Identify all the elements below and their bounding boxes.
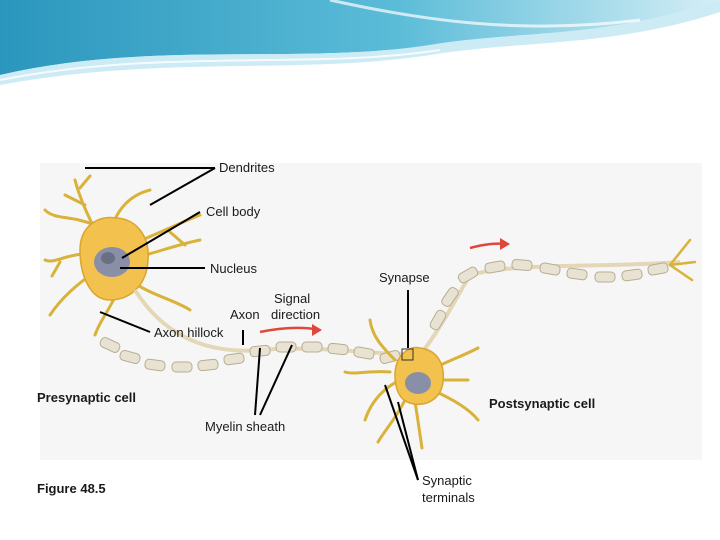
figure-caption: Figure 48.5 [37,481,106,496]
nucleus-label: Nucleus [210,261,257,276]
direction-label: direction [271,307,321,322]
postsynaptic-nucleus [405,372,431,394]
presynaptic-cell-label: Presynaptic cell [37,390,136,405]
dendrites-label: Dendrites [219,160,275,175]
myelin-sheath-label: Myelin sheath [205,419,286,434]
header-wave-decoration [0,0,720,85]
myelin-sheath-segments [99,258,669,373]
synapse-label: Synapse [379,270,430,285]
axon-label: Axon [230,307,260,322]
axon-hillock-label: Axon hillock [154,325,224,340]
signal-label: Signal [274,291,311,306]
leader-lines [85,167,419,481]
postsynaptic-cell-label: Postsynaptic cell [489,396,596,411]
cell-body-label: Cell body [206,204,261,219]
synapse-marker [401,348,414,361]
synaptic-label: Synaptic [422,473,472,488]
terminals-label: terminals [422,490,475,505]
